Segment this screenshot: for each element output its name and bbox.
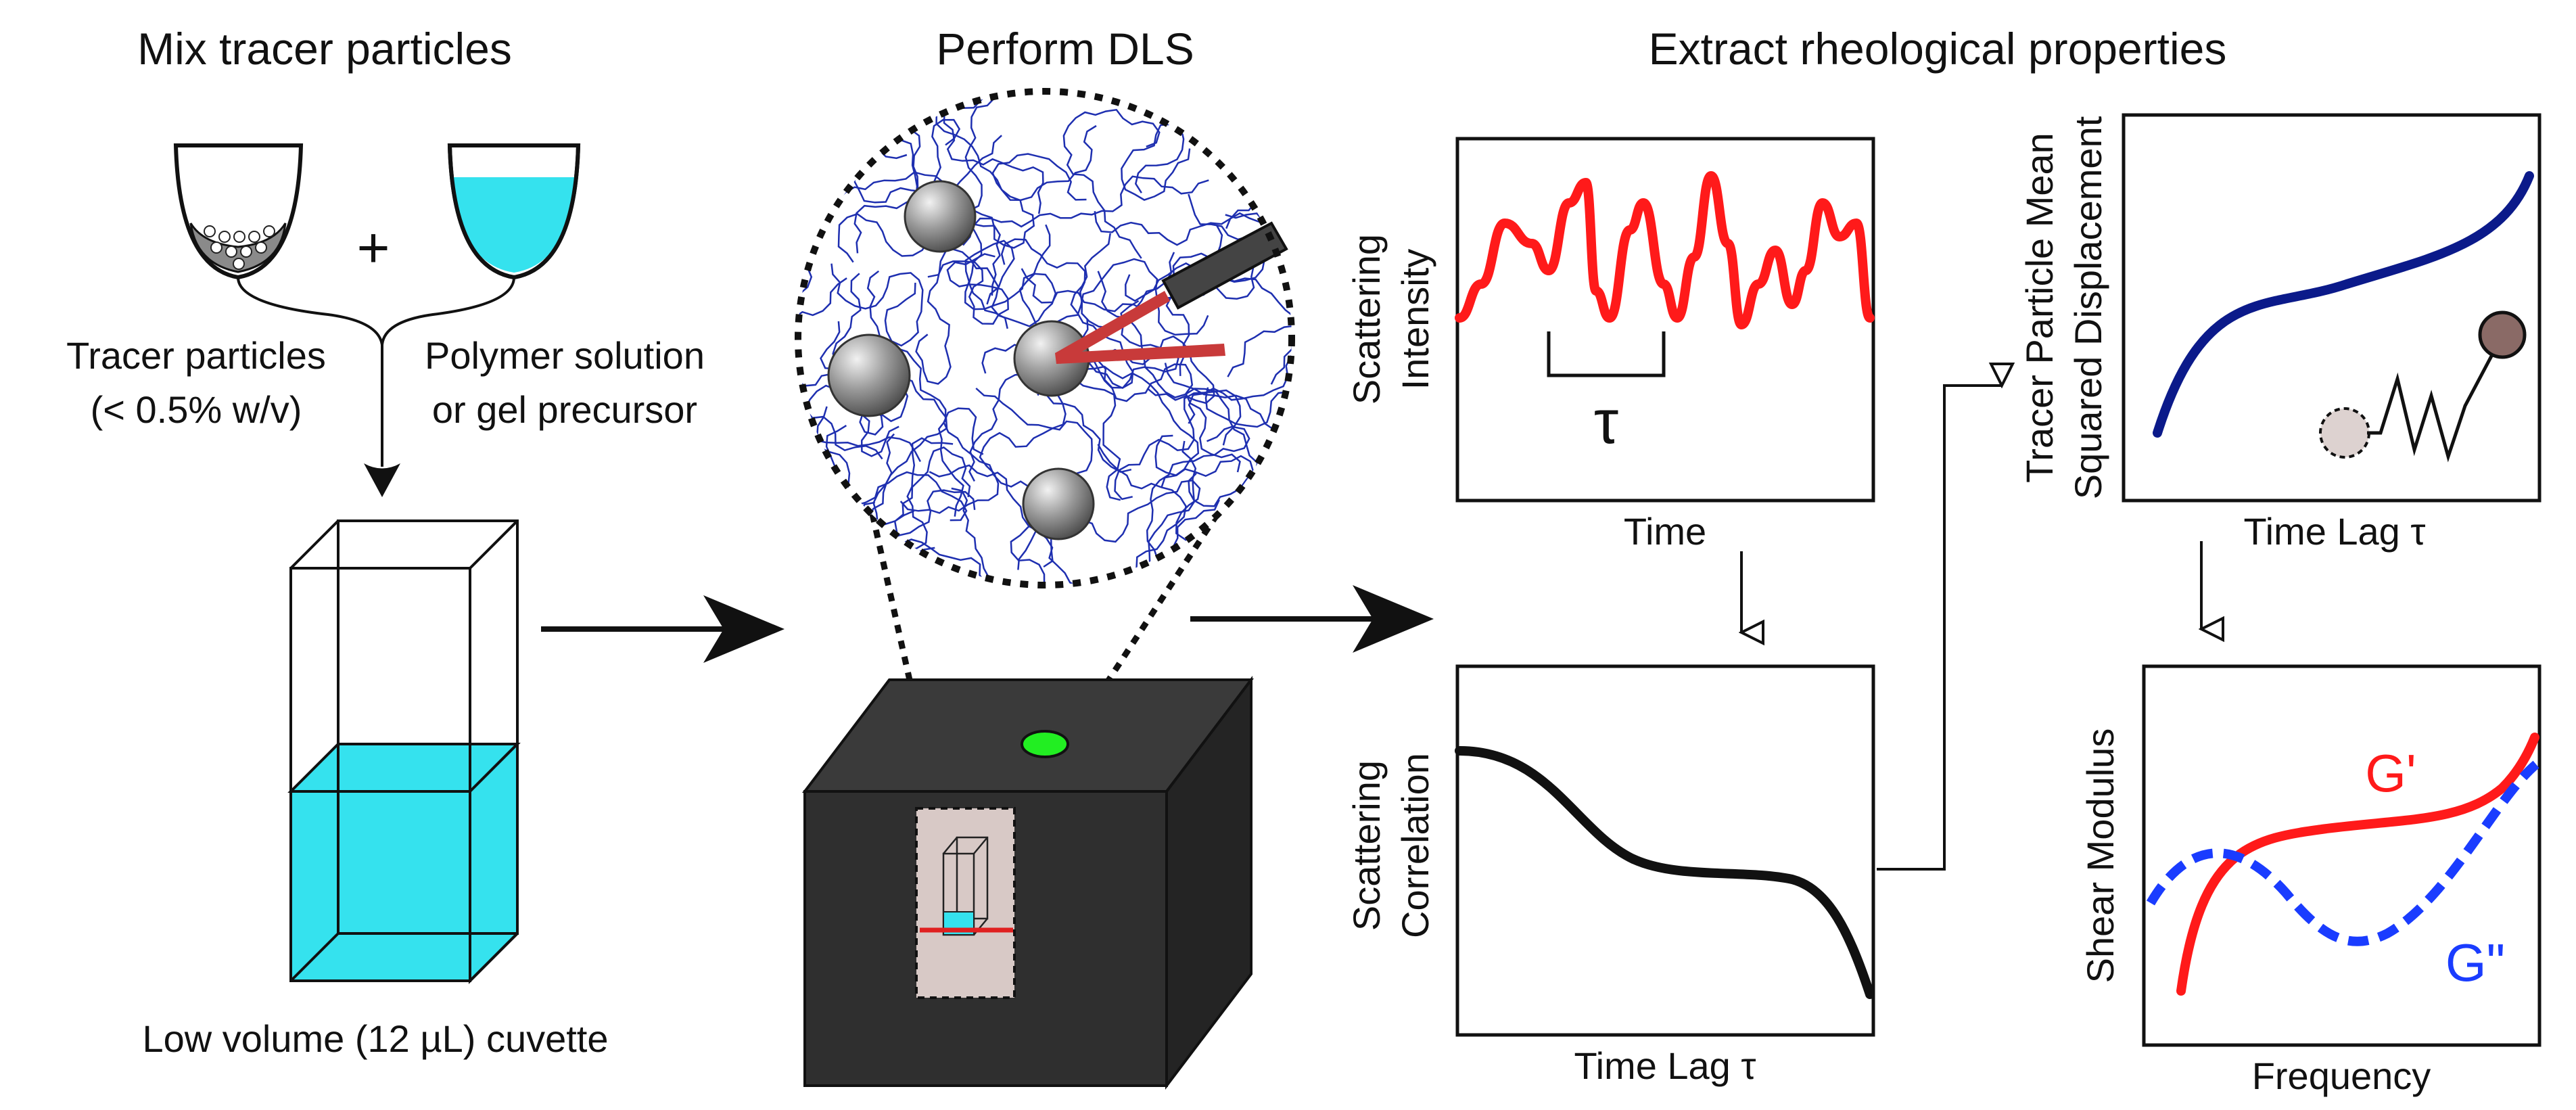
polymer-chain <box>1188 325 1292 424</box>
down-arrow <box>364 463 400 497</box>
msd-curve <box>2153 171 2534 438</box>
intensity-curve <box>1455 171 1875 329</box>
intensity-xlabel: Time <box>1624 510 1706 553</box>
msd-ylabel-line2: Squared Displacement <box>2067 116 2109 499</box>
polymer-chain <box>819 91 926 208</box>
polymer-chain <box>897 102 1035 249</box>
g-double-prime-curve <box>2146 760 2539 946</box>
polymer-chain <box>981 344 1121 501</box>
tracer-label: Tracer particles <box>66 334 326 377</box>
detector-probe-icon <box>1161 221 1288 310</box>
merge-line <box>381 277 515 346</box>
polymer-chain <box>1097 271 1259 474</box>
g-double-prime-label: G" <box>2445 933 2505 992</box>
polymer-chain <box>964 224 1051 310</box>
tracer-particle <box>827 333 911 417</box>
polymer-chain <box>899 386 1067 514</box>
status-light-icon <box>1021 730 1069 758</box>
cuvette-icon <box>287 519 521 984</box>
cuvette-label: Low volume (12 µL) cuvette <box>142 1017 608 1060</box>
plot-scattering-intensity: τ Scattering Intensity Time <box>1345 137 1875 553</box>
intensity-ylabel: Scattering <box>1345 234 1388 404</box>
flow-arrow <box>1190 585 1434 653</box>
zoom-line <box>1013 512 1220 824</box>
tracer-tube-icon <box>173 143 304 280</box>
polymer-chain <box>943 91 1044 214</box>
modulus-ylabel: Shear Modulus <box>2079 729 2122 984</box>
polymer-chain <box>820 321 909 436</box>
polymer-chain <box>1000 238 1175 329</box>
section-title-mix: Mix tracer particles <box>137 24 512 74</box>
polymer-chain <box>862 487 996 585</box>
polymer-chain <box>934 239 1057 339</box>
correlation-ylabel: Scattering <box>1345 760 1388 931</box>
correlation-xlabel: Time Lag τ <box>1574 1044 1756 1087</box>
tracer-concentration: (< 0.5% w/v) <box>91 388 302 431</box>
tracer-particle <box>904 180 977 253</box>
polymer-chain <box>1154 434 1255 507</box>
polymer-chain <box>1062 108 1161 259</box>
g-prime-label: G' <box>2365 743 2416 803</box>
msd-ylabel: Tracer Particle Mean <box>2018 133 2061 483</box>
polymer-chain <box>811 91 946 105</box>
polymer-chain <box>1125 262 1292 385</box>
step-connector <box>1877 386 2002 871</box>
plot-shear-modulus: G' G" Shear Modulus Frequency <box>2079 664 2542 1097</box>
dls-instrument-icon <box>801 676 1255 1090</box>
polymer-label: Polymer solution <box>425 334 705 377</box>
polymer-chain <box>1094 177 1292 246</box>
tau-symbol: τ <box>1594 388 1618 457</box>
spring-particle-icon <box>2319 310 2527 463</box>
flow-arrow <box>541 595 784 663</box>
intensity-ylabel-line2: Intensity <box>1394 249 1436 390</box>
laser-beam <box>1055 291 1225 364</box>
polymer-chain <box>927 253 1009 325</box>
section-title-extract: Extract rheological properties <box>1649 24 2227 74</box>
plot-scattering-correlation: Scattering Correlation Time Lag τ <box>1345 664 1875 1087</box>
modulus-xlabel: Frequency <box>2252 1055 2431 1097</box>
g-prime-curve <box>2176 733 2539 996</box>
msd-xlabel: Time Lag τ <box>2243 510 2425 553</box>
polymer-label-line2: or gel precursor <box>432 388 697 431</box>
polymer-chain <box>962 175 1209 246</box>
correlation-curve <box>1455 746 1875 999</box>
polymer-chain <box>1172 193 1266 285</box>
plot-msd: Tracer Particle Mean Squared Displacemen… <box>2018 113 2542 553</box>
merge-line <box>237 277 383 467</box>
polymer-chain <box>1121 123 1191 201</box>
correlation-ylabel-line2: Correlation <box>1394 753 1436 938</box>
polymer-chain <box>1204 387 1292 440</box>
polymer-chain <box>1171 499 1292 585</box>
magnified-sample-view <box>795 88 1295 588</box>
polymer-chain <box>830 263 924 347</box>
polymer-chain <box>798 471 968 522</box>
section-title-dls: Perform DLS <box>936 24 1194 74</box>
plus-sign: + <box>356 216 390 279</box>
polymer-tube-icon <box>447 143 581 280</box>
polymer-chain <box>837 135 1002 263</box>
polymer-chain <box>1114 389 1242 501</box>
polymer-chain <box>1097 444 1194 585</box>
tracer-particle <box>1022 467 1095 540</box>
tau-bracket <box>1547 331 1666 377</box>
